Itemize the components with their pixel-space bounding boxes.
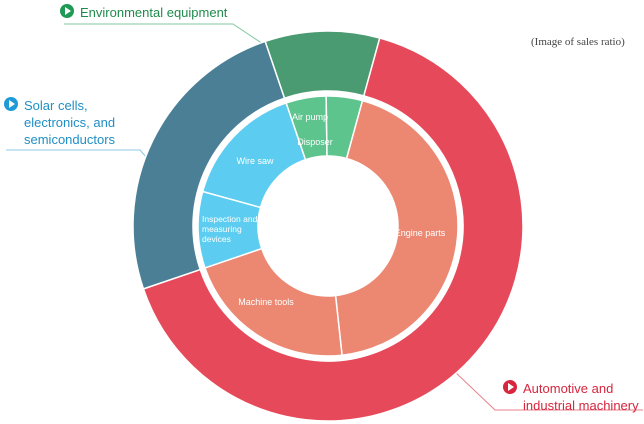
callout-solar-cells: Solar cells, electronics, and semiconduc… [4, 97, 124, 148]
arrow-circle-icon [60, 4, 74, 18]
label-wire-saw: Wire saw [236, 156, 274, 166]
arrow-circle-icon [503, 380, 517, 394]
label-inspection-line-1: Inspection and [202, 214, 258, 224]
callout-automotive: Automotive and industrial machinery [503, 380, 643, 414]
callout-label-line-2: electronics, and [24, 115, 116, 130]
inner-ring-labels: Air pump Disposer Wire saw Engine parts … [202, 112, 446, 307]
inner-slice-engine-parts [334, 99, 459, 357]
callout-label-line-1: Automotive and [523, 381, 614, 396]
label-disposer: Disposer [297, 137, 333, 147]
inner-ring [197, 95, 459, 357]
outer-slice-solar-cells-electronics-and-semiconductors [132, 40, 286, 290]
inner-slice-machine-tools [203, 247, 343, 357]
callout-label-line-1: Solar cells, [24, 98, 88, 113]
outer-slice-automotive-and-industrial-machinery [142, 37, 524, 422]
label-machine-tools: Machine tools [238, 297, 294, 307]
sales-ratio-note: (Image of sales ratio) [531, 36, 625, 48]
inner-slice-wire-saw [201, 101, 307, 209]
callout-label: Environmental equipment [80, 5, 228, 20]
label-air-pump: Air pump [292, 112, 328, 122]
label-inspection-line-2: measuring [202, 224, 242, 234]
outer-ring [132, 30, 524, 422]
callout-environmental-equipment: Environmental equipment [60, 4, 227, 21]
label-inspection-line-3: devices [202, 234, 231, 244]
callout-label-line-2: industrial machinery [523, 398, 639, 413]
label-engine-parts: Engine parts [395, 228, 446, 238]
outer-slice-environmental-equipment [264, 30, 381, 100]
arrow-circle-icon [4, 97, 18, 111]
callout-label-line-3: semiconductors [24, 132, 116, 147]
